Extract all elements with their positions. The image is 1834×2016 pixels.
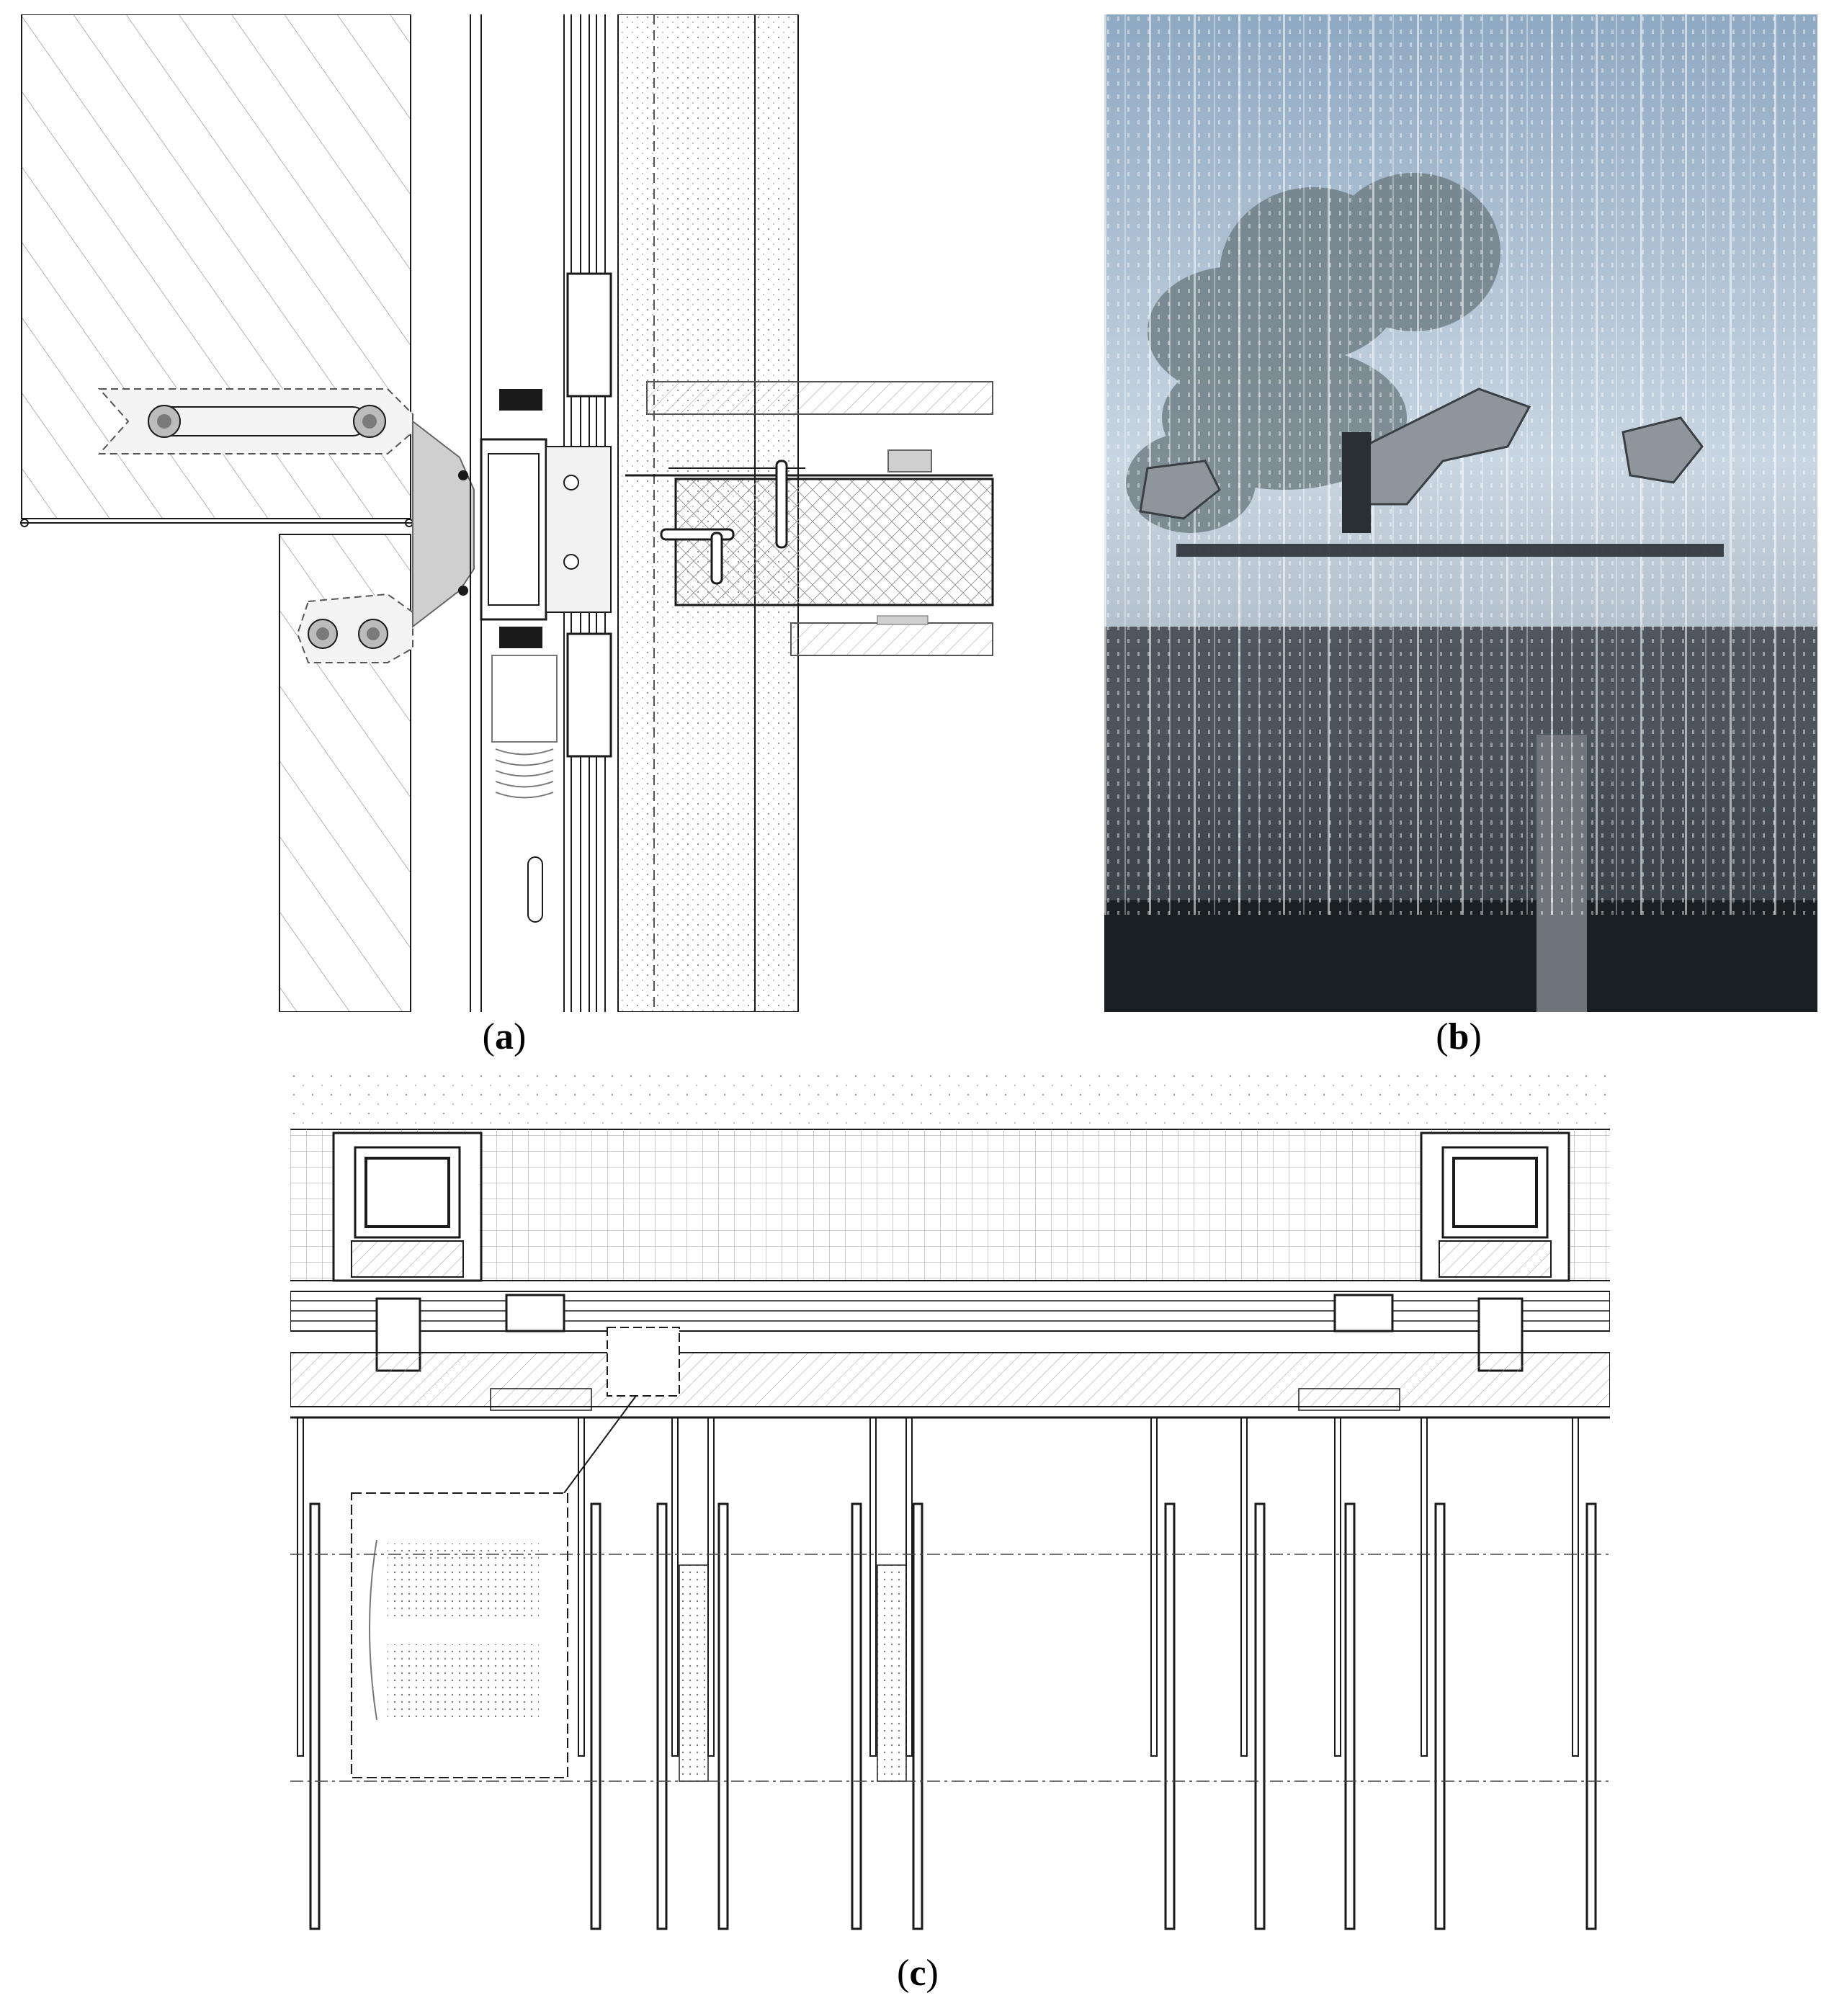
- right-column-box: [1420, 1132, 1570, 1282]
- connection-fin: [412, 419, 475, 629]
- caption-a: (a): [461, 1016, 547, 1058]
- caption-b: (b): [1415, 1016, 1502, 1058]
- lower-window-detail: [491, 655, 558, 923]
- support-beam-plan: [290, 1327, 1610, 1419]
- panel-c-svg: [290, 1072, 1610, 1930]
- lower-anchor-bracket: [296, 593, 413, 663]
- glass-fin-edges: [1104, 14, 1817, 915]
- caption-c-close: ): [926, 1953, 939, 1994]
- mullion-dark: [1342, 432, 1371, 533]
- glass-fins-plan: [309, 1502, 1597, 1930]
- interlayer-panel-1: [679, 1564, 709, 1782]
- ground-floor-dark: [1104, 900, 1817, 1012]
- panel-b-photograph: [1104, 14, 1817, 1012]
- top-insulation: [290, 1072, 1610, 1129]
- caption-b-open: (: [1436, 1016, 1449, 1057]
- frit-detail-enlarged: [351, 1492, 568, 1778]
- interlayer-panel-2: [877, 1564, 907, 1782]
- panel-a-svg: [20, 14, 994, 1012]
- slab-anchor-bolts: [660, 460, 788, 585]
- caption-c-open: (: [897, 1953, 910, 1994]
- caption-b-close: ): [1469, 1016, 1482, 1057]
- block-wall-grid: [290, 1129, 1610, 1281]
- panel-a-section-drawing: [20, 14, 994, 1012]
- left-column-box: [332, 1132, 483, 1282]
- caption-a-letter: a: [495, 1016, 514, 1057]
- transom-assembly: [458, 272, 612, 758]
- caption-c-letter: c: [909, 1953, 926, 1994]
- steel-brackets: [1139, 387, 1704, 520]
- caption-a-open: (: [482, 1016, 495, 1057]
- panel-b-svg: [1104, 14, 1817, 1012]
- caption-b-letter: b: [1448, 1016, 1470, 1057]
- caption-c: (c): [874, 1952, 961, 1994]
- joint-marker-left: [20, 519, 29, 527]
- detail-leader-line: [563, 1395, 637, 1494]
- panel-c-plan-drawing: [290, 1072, 1610, 1945]
- caption-a-close: ): [514, 1016, 527, 1057]
- floor-slab: [625, 381, 994, 656]
- support-beam: [1176, 544, 1724, 557]
- upper-anchor-bracket: [97, 388, 413, 454]
